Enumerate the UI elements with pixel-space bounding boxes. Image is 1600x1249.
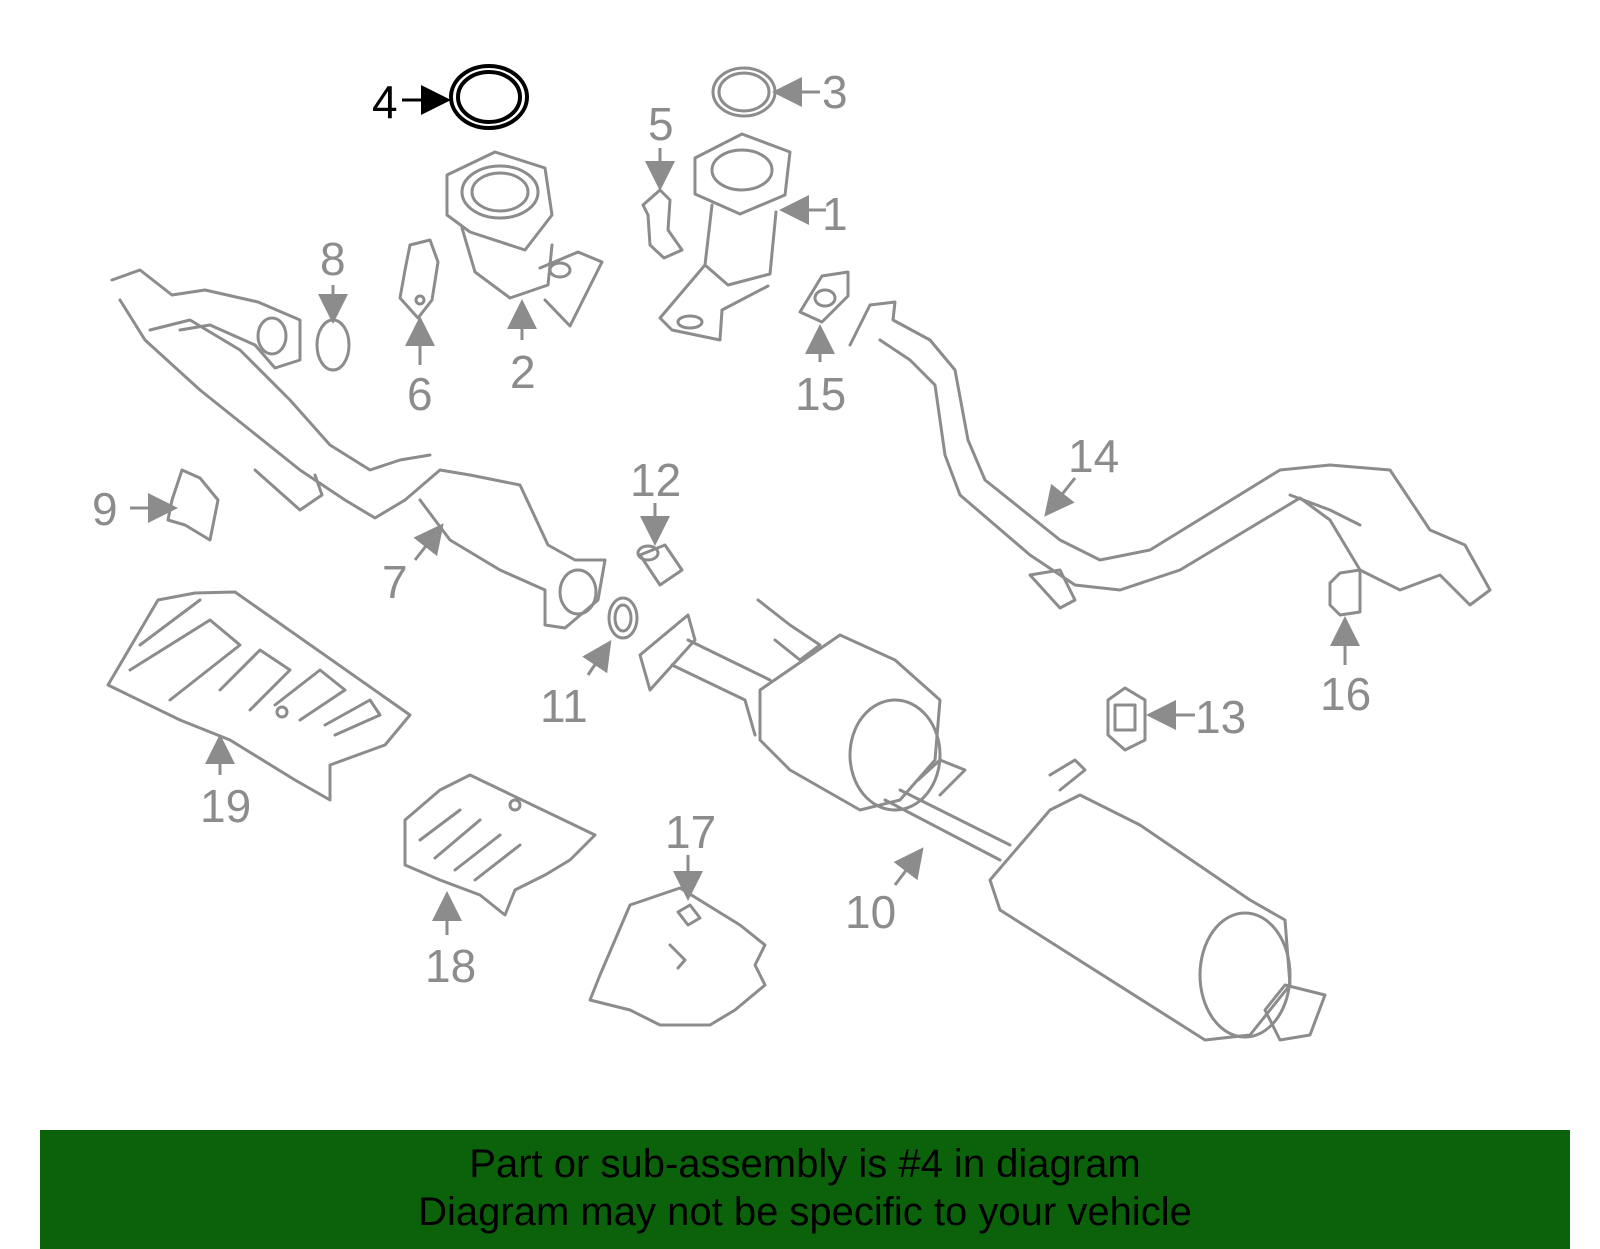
- callout-17[interactable]: 17: [665, 806, 716, 858]
- part-14-rear-pipe[interactable]: [848, 300, 1492, 610]
- part-4-gasket[interactable]: [449, 64, 529, 130]
- callout-15[interactable]: 15: [795, 368, 846, 420]
- callout-10[interactable]: 10: [845, 886, 896, 938]
- callout-12[interactable]: 12: [630, 454, 681, 506]
- callout-9[interactable]: 9: [92, 483, 118, 535]
- part-8-oring[interactable]: [315, 318, 351, 372]
- callout-7[interactable]: 7: [382, 556, 408, 608]
- banner-line-1: Part or sub-assembly is #4 in diagram: [469, 1142, 1141, 1186]
- callout-19[interactable]: 19: [200, 780, 251, 832]
- callout-5[interactable]: 5: [648, 98, 674, 150]
- part-11-gasket[interactable]: [607, 596, 639, 640]
- callout-6[interactable]: 6: [407, 368, 433, 420]
- part-12-bushing[interactable]: [636, 543, 684, 587]
- banner-line-2: Diagram may not be specific to your vehi…: [418, 1190, 1192, 1234]
- part-7-front-pipe[interactable]: [110, 268, 607, 630]
- callout-8[interactable]: 8: [320, 233, 346, 285]
- part-17-heat-shield[interactable]: [588, 886, 767, 1027]
- callout-14[interactable]: 14: [1068, 430, 1119, 482]
- part-6-bracket[interactable]: [398, 238, 440, 320]
- part-13-hanger[interactable]: [1106, 686, 1147, 752]
- exhaust-parts-diagram: 4 3 2 1 5 15 8: [92, 64, 1492, 1042]
- callout-1[interactable]: 1: [822, 188, 848, 240]
- part-16-bracket[interactable]: [1328, 568, 1362, 617]
- part-9-bracket[interactable]: [166, 468, 220, 542]
- part-10-muffler[interactable]: [638, 598, 1327, 1042]
- info-banner: Part or sub-assembly is #4 in diagram Di…: [40, 1130, 1570, 1249]
- callout-3[interactable]: 3: [822, 66, 848, 118]
- part-2-converter[interactable]: [445, 150, 604, 328]
- part-18-heat-shield[interactable]: [403, 773, 597, 917]
- part-1-converter[interactable]: [658, 132, 792, 342]
- callout-4[interactable]: 4: [372, 76, 398, 128]
- part-3-gasket[interactable]: [711, 66, 777, 118]
- part-19-heat-shield[interactable]: [106, 590, 412, 802]
- callout-2[interactable]: 2: [510, 346, 536, 398]
- part-5-bracket[interactable]: [641, 188, 684, 260]
- callout-16[interactable]: 16: [1320, 668, 1371, 720]
- callout-13[interactable]: 13: [1195, 691, 1246, 743]
- part-15-gasket[interactable]: [798, 270, 850, 324]
- callout-18[interactable]: 18: [425, 940, 476, 992]
- callout-11[interactable]: 11: [540, 680, 588, 732]
